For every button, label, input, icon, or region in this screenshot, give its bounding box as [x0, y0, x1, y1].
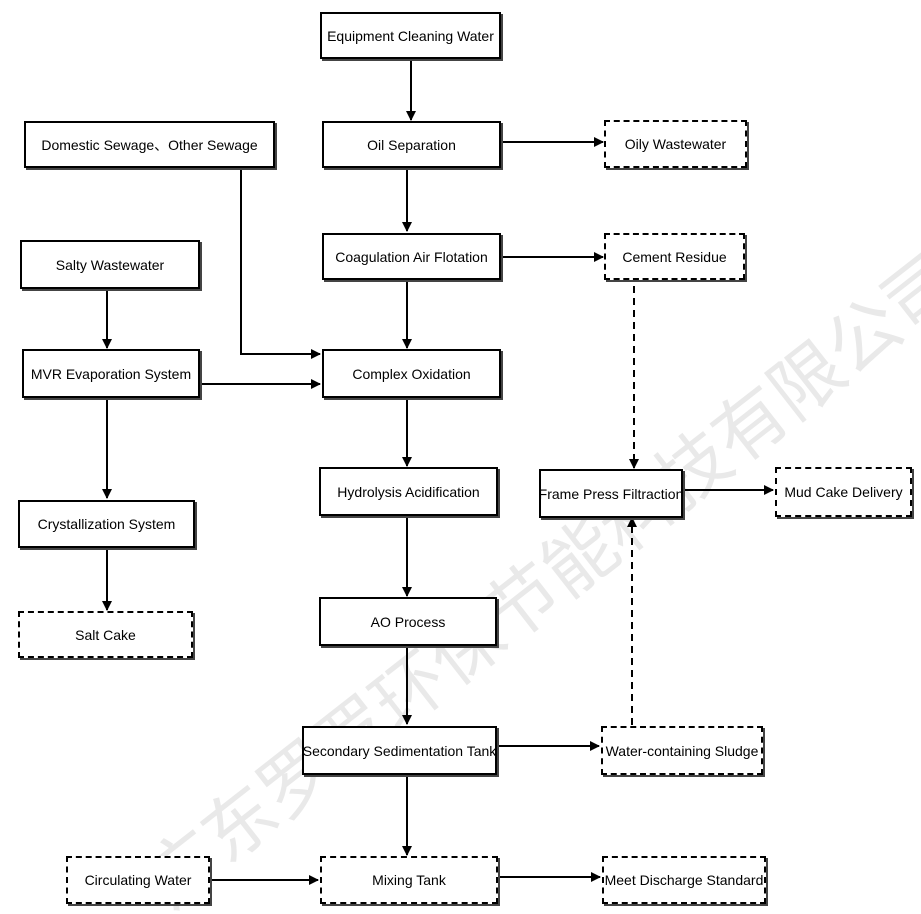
node-water-containing-sludge: Water-containing Sludge	[601, 726, 763, 775]
node-meet-discharge-standard: Meet Discharge Standard	[602, 856, 766, 904]
node-circulating-water: Circulating Water	[66, 856, 210, 904]
node-cement-residue: Cement Residue	[604, 233, 745, 280]
node-coagulation-air-flotation: Coagulation Air Flotation	[322, 233, 501, 280]
node-oily-wastewater: Oily Wastewater	[604, 120, 747, 168]
node-domestic-sewage: Domestic Sewage、Other Sewage	[24, 121, 275, 168]
node-salty-wastewater: Salty Wastewater	[20, 240, 200, 289]
node-mixing-tank: Mixing Tank	[320, 856, 498, 904]
node-frame-press-filtraction: Frame Press Filtraction	[539, 469, 683, 518]
node-mud-cake-delivery: Mud Cake Delivery	[775, 467, 912, 517]
arrow-domestic-to-complex	[240, 168, 321, 359]
node-complex-oxidation: Complex Oxidation	[322, 349, 501, 398]
node-equipment-cleaning-water: Equipment Cleaning Water	[320, 12, 501, 59]
node-oil-separation: Oil Separation	[322, 121, 501, 168]
node-ao-process: AO Process	[319, 597, 497, 646]
node-secondary-sedimentation-tank: Secondary Sedimentation Tank	[302, 726, 497, 775]
node-salt-cake: Salt Cake	[18, 611, 193, 658]
node-hydrolysis-acidification: Hydrolysis Acidification	[319, 467, 498, 516]
node-mvr-evaporation: MVR Evaporation System	[22, 349, 200, 398]
node-crystallization-system: Crystallization System	[18, 500, 195, 548]
